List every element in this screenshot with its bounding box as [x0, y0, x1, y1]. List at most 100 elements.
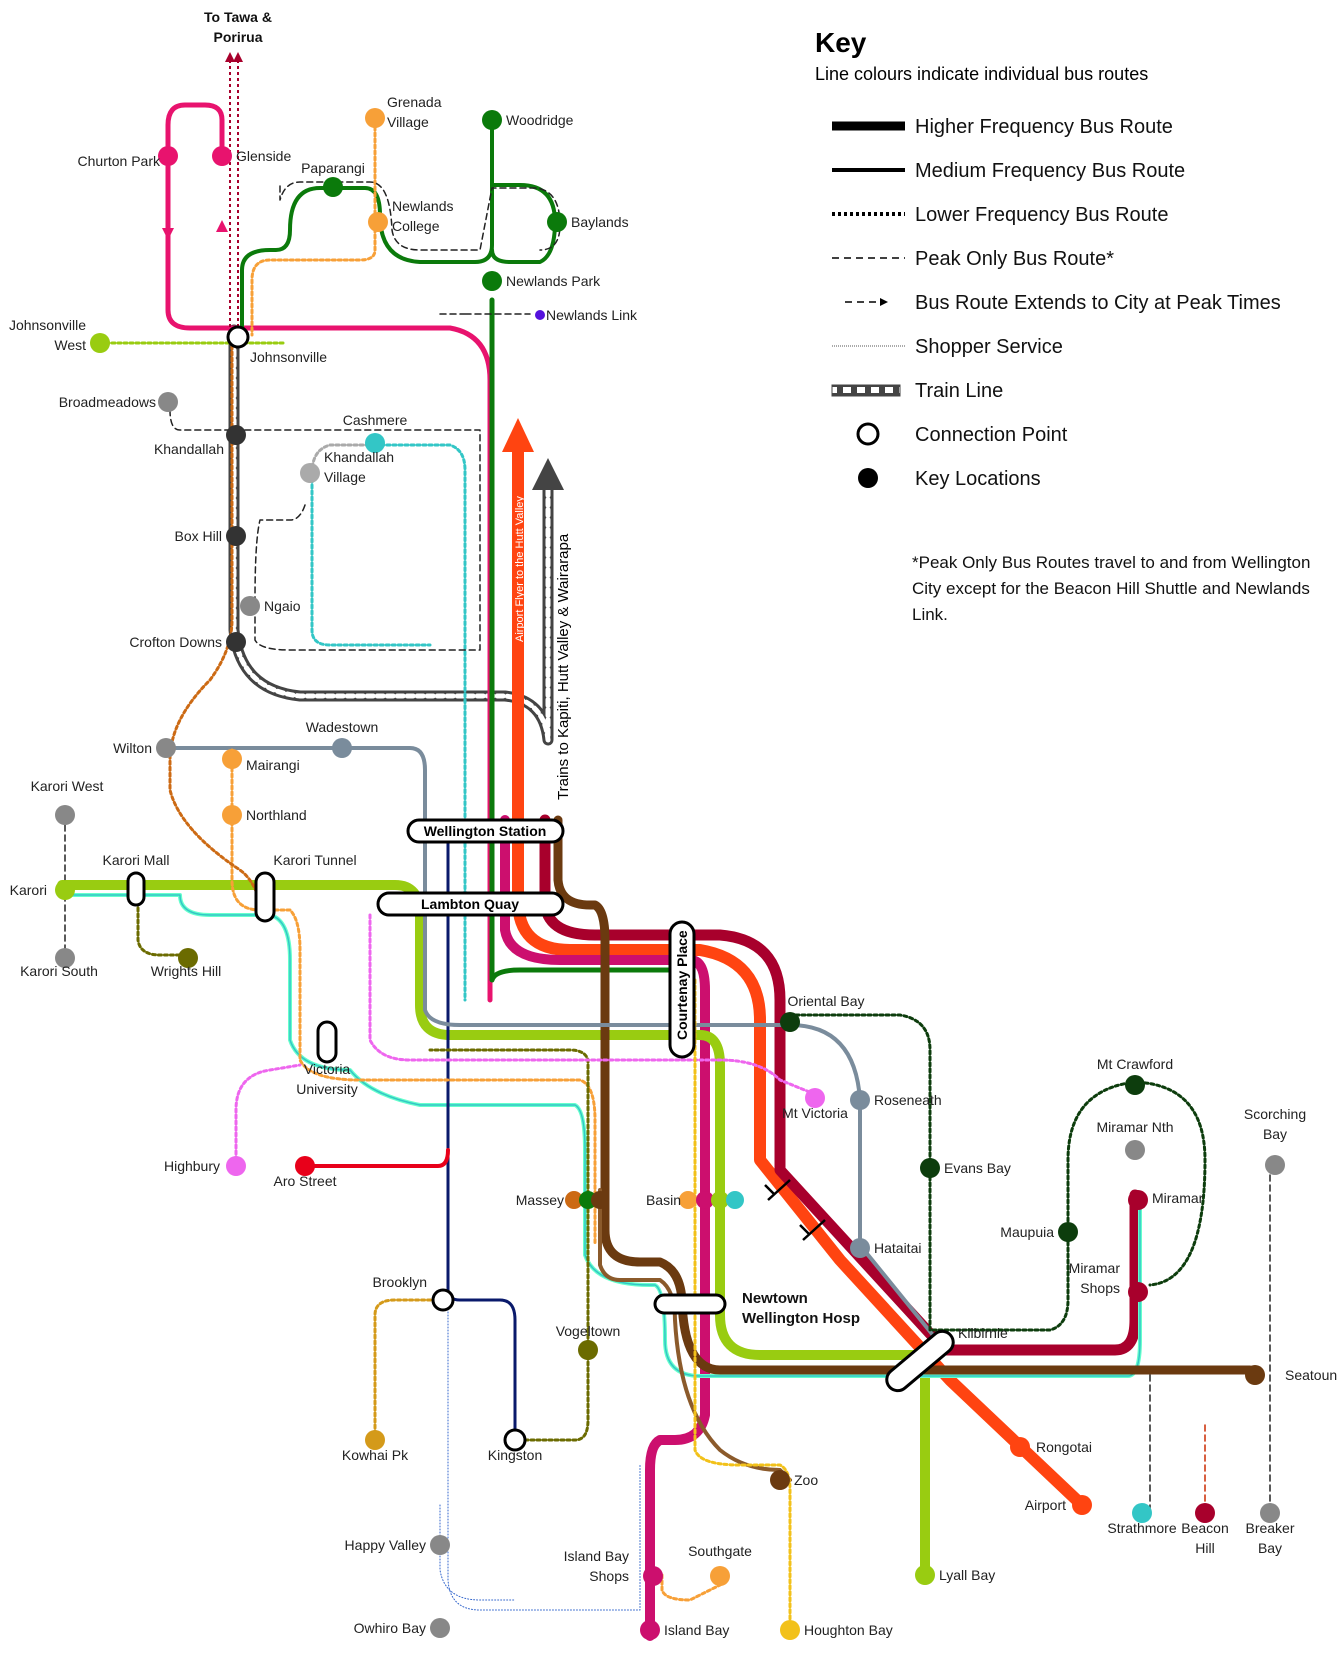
stop-rongotai[interactable]: Rongotai: [1010, 1437, 1092, 1457]
stop-label: Bay: [1258, 1540, 1282, 1556]
stop-wadestown[interactable]: Wadestown: [306, 719, 379, 758]
stop-northland[interactable]: Northland: [222, 805, 307, 825]
stop-evans[interactable]: Evans Bay: [920, 1158, 1011, 1178]
newtown-hub[interactable]: [653, 1293, 727, 1315]
stop-roseneath[interactable]: Roseneath: [850, 1090, 942, 1110]
stop-paparangi[interactable]: Paparangi: [301, 160, 365, 197]
courtenay-place-hub[interactable]: Courtenay Place: [668, 920, 696, 1059]
stop-kowhai[interactable]: Kowhai Pk: [342, 1430, 409, 1463]
stop-marker: [365, 1430, 385, 1450]
stop-strathmore[interactable]: Strathmore: [1107, 1503, 1177, 1536]
stop-oriental[interactable]: Oriental Bay: [780, 993, 865, 1032]
wellington-station-label: Wellington Station: [424, 823, 547, 839]
stop-karori[interactable]: Karori: [10, 880, 75, 900]
stop-woodridge[interactable]: Woodridge: [482, 110, 574, 130]
stop-hataitai[interactable]: Hataitai: [850, 1238, 921, 1258]
stop-newlands-link[interactable]: Newlands Link: [535, 307, 638, 323]
stop-newlands-park[interactable]: Newlands Park: [482, 271, 601, 291]
stop-label: Victoria: [304, 1061, 351, 1077]
legend-note-line-3: Link.: [912, 605, 948, 624]
karori-mall-hub[interactable]: [126, 871, 146, 907]
karori-tunnel-hub[interactable]: [254, 871, 276, 923]
stop-brooklyn[interactable]: Brooklyn: [373, 1274, 455, 1312]
connection-point-marker: [226, 325, 250, 349]
stop-box-hill[interactable]: Box Hill: [175, 526, 246, 546]
stop-highbury[interactable]: Highbury: [164, 1156, 246, 1176]
stop-glenside[interactable]: Glenside: [212, 146, 291, 166]
stop-marker: [55, 805, 75, 825]
stop-karori-west[interactable]: Karori West: [31, 778, 104, 825]
stop-label: Mt Victoria: [782, 1105, 848, 1121]
stop-aro[interactable]: Aro Street: [273, 1156, 337, 1189]
lambton-quay-hub[interactable]: Lambton Quay: [376, 891, 565, 917]
stop-southgate[interactable]: Southgate: [688, 1543, 752, 1586]
mustard-line: [373, 1298, 442, 1442]
stop-label: Massey: [516, 1192, 564, 1208]
victoria-university-hub[interactable]: [316, 1020, 338, 1064]
stop-lyall[interactable]: Lyall Bay: [915, 1565, 995, 1585]
stop-maupuia[interactable]: Maupuia: [1000, 1222, 1078, 1242]
stop-marker: [226, 425, 246, 445]
wellington-station-hub[interactable]: Wellington Station: [406, 818, 565, 844]
stop-island-bay[interactable]: Island Bay: [640, 1620, 729, 1640]
stop-baylands[interactable]: Baylands: [547, 212, 629, 232]
stop-label: Beacon: [1181, 1520, 1228, 1536]
stop-churton[interactable]: Churton Park: [78, 146, 178, 169]
stop-karori-south[interactable]: Karori South: [20, 948, 98, 979]
stop-label: Paparangi: [301, 160, 365, 176]
stop-karori-tunnel[interactable]: Karori Tunnel: [273, 852, 356, 868]
stop-ngaio[interactable]: Ngaio: [240, 596, 301, 616]
stop-vogeltown[interactable]: Vogeltown: [556, 1323, 621, 1360]
stop-marker: [591, 1191, 609, 1209]
stop-owhiro[interactable]: Owhiro Bay: [354, 1618, 450, 1638]
stop-houghton[interactable]: Houghton Bay: [780, 1620, 893, 1640]
stop-cashmere[interactable]: Cashmere: [343, 412, 408, 453]
stop-crofton[interactable]: Crofton Downs: [129, 632, 246, 652]
stop-zoo[interactable]: Zoo: [770, 1470, 818, 1490]
stop-marker: [323, 177, 343, 197]
stop-marker: [1128, 1190, 1148, 1210]
stop-label: Kowhai Pk: [342, 1447, 409, 1463]
stop-johnsonville[interactable]: Johnsonville: [226, 325, 327, 365]
stop-wrights-hill[interactable]: Wrights Hill: [151, 948, 222, 979]
stop-happy-valley[interactable]: Happy Valley: [345, 1535, 450, 1555]
stop-label: Woodridge: [506, 112, 574, 128]
stop-kilbirnie[interactable]: Kilbirnie: [958, 1325, 1008, 1341]
stop-massey[interactable]: Massey: [516, 1191, 609, 1209]
stop-label: Roseneath: [874, 1092, 942, 1108]
stop-broadmeadows[interactable]: Broadmeadows: [59, 392, 178, 412]
stop-marker: [1128, 1282, 1148, 1302]
stop-airport[interactable]: Airport: [1025, 1495, 1092, 1515]
stop-mairangi[interactable]: Mairangi: [222, 749, 300, 773]
stop-wilton[interactable]: Wilton: [113, 738, 176, 758]
stop-marker: [780, 1012, 800, 1032]
stop-mt-victoria[interactable]: Mt Victoria: [782, 1088, 848, 1121]
stop-marker: [368, 212, 388, 232]
stop-marker: [780, 1620, 800, 1640]
stop-seatoun[interactable]: Seatoun: [1245, 1365, 1337, 1385]
stop-miramar[interactable]: Miramar: [1128, 1190, 1204, 1210]
stop-khandallah[interactable]: Khandallah: [154, 425, 246, 457]
hubs: Wellington Station Lambton Quay Courtena…: [126, 818, 957, 1395]
stop-kingston[interactable]: Kingston: [488, 1428, 542, 1463]
svg-text:Newtown: Newtown: [742, 1290, 808, 1307]
kilbirnie-hub[interactable]: [882, 1327, 957, 1395]
stop-label: Baylands: [571, 214, 629, 230]
stop-mt-crawford[interactable]: Mt Crawford: [1097, 1056, 1173, 1095]
stop-basin[interactable]: Basin: [646, 1191, 744, 1209]
stop-miramar-nth[interactable]: Miramar Nth: [1096, 1119, 1174, 1160]
stop-label: Ngaio: [264, 598, 301, 614]
stop-label: Karori West: [31, 778, 104, 794]
stop-marker: [1125, 1075, 1145, 1095]
stop-karori-mall[interactable]: Karori Mall: [103, 852, 170, 868]
